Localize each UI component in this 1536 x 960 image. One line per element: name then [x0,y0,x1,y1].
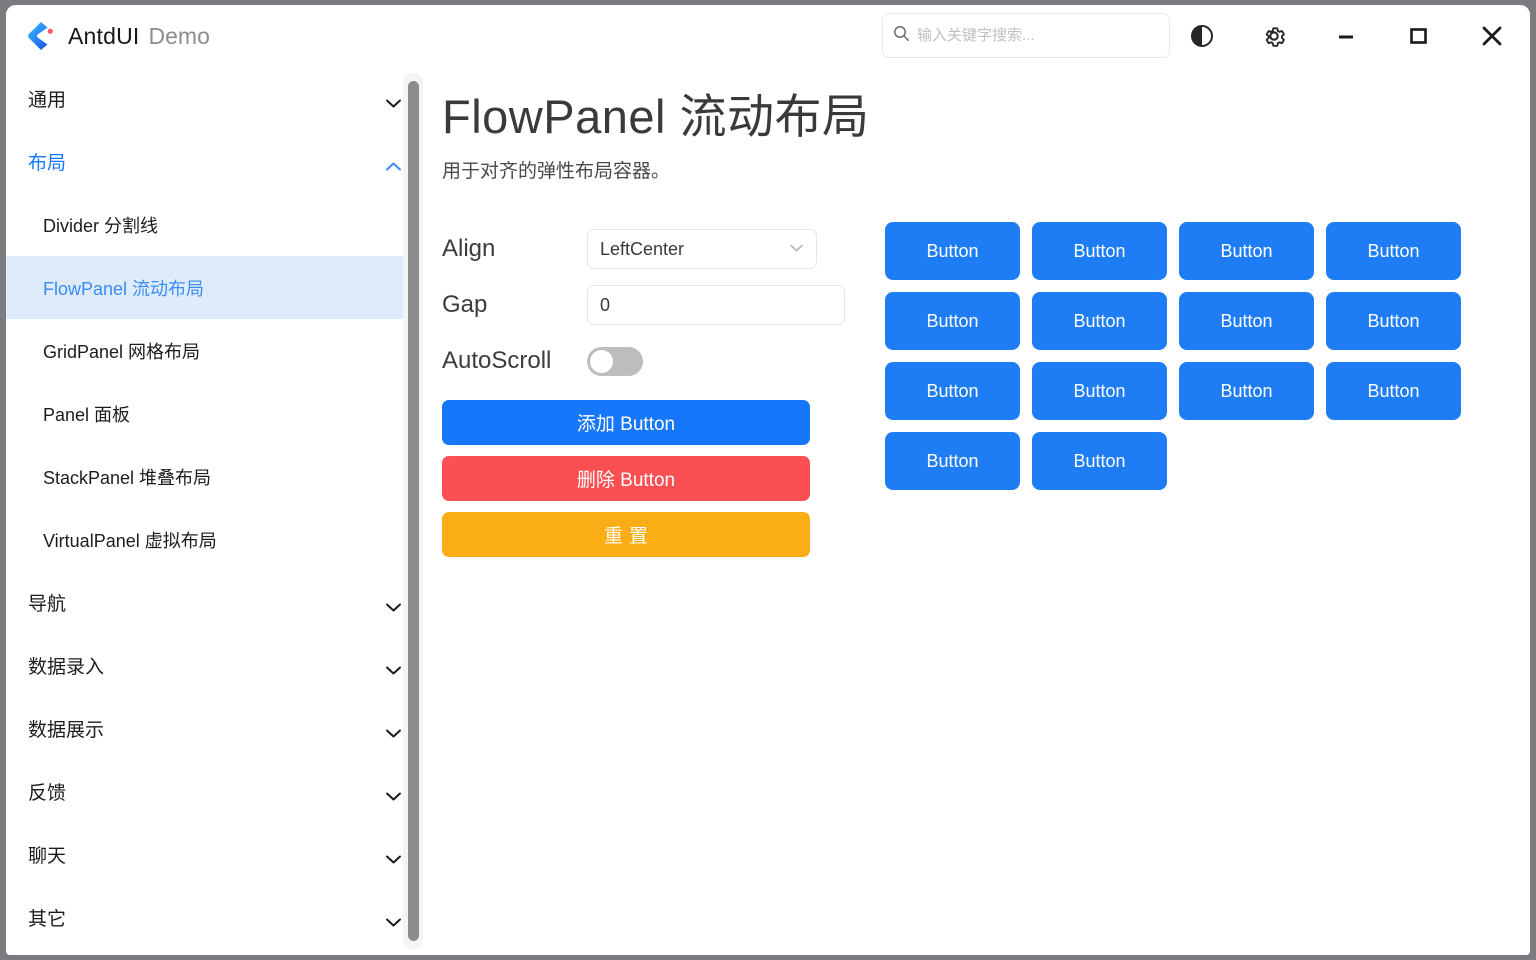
sidebar-item-label: GridPanel 网格布局 [43,341,201,362]
sidebar-scrollbar-thumb[interactable] [408,81,419,941]
sidebar-item-label: Divider 分割线 [43,215,159,236]
demo-area: Align LeftCenter Gap [442,221,1500,558]
sidebar-item-1-0[interactable]: Divider 分割线 [6,193,410,256]
page-title: FlowPanel 流动布局 [442,90,870,143]
sidebar-group-label: 数据录入 [28,657,105,678]
chevron-up-icon [385,156,402,171]
search-icon [893,25,910,47]
align-select[interactable]: LeftCenter [587,229,817,270]
chevron-down-icon [385,912,402,927]
toggle-knob [590,349,613,373]
flow-button[interactable]: Button [885,362,1020,421]
sidebar-group-label: 通用 [28,90,67,111]
align-select-value: LeftCenter [600,238,685,259]
antdui-logo-icon [26,21,56,51]
window-controls [1166,5,1530,67]
sidebar-group-label: 数据展示 [28,720,105,741]
sidebar-group-label: 导航 [28,594,67,615]
chevron-down-icon [385,723,402,738]
chevron-down-icon [385,660,402,675]
flow-button[interactable]: Button [1179,362,1314,421]
sidebar: 通用布局 Divider 分割线 FlowPanel 流动布局 GridPanel 网… [6,67,424,955]
sidebar-scrollbar-track[interactable] [403,73,423,949]
remove-button-button[interactable]: 删除 Button [442,456,810,502]
sidebar-group-6[interactable]: 聊天 [6,823,424,886]
main-content: FlowPanel 流动布局 用于对齐的弹性布局容器。 Align LeftCe… [424,67,1530,955]
sidebar-group-5[interactable]: 反馈 [6,760,424,823]
autoscroll-toggle[interactable] [587,346,643,376]
sidebar-group-4[interactable]: 数据展示 [6,697,424,760]
gap-row: Gap [442,277,845,333]
sidebar-item-label: FlowPanel 流动布局 [43,278,205,299]
app-subtitle: Demo [148,22,210,49]
sidebar-group-0[interactable]: 通用 [6,67,424,130]
gap-label: Gap [442,291,488,319]
flow-button[interactable]: Button [885,292,1020,351]
sidebar-item-1-3[interactable]: Panel 面板 [6,382,410,445]
flow-button[interactable]: Button [885,432,1020,491]
gap-input[interactable] [600,294,832,316]
flow-button[interactable]: Button [885,222,1020,281]
sidebar-item-label: Panel 面板 [43,404,131,425]
theme-contrast-icon[interactable] [1166,5,1238,67]
close-icon[interactable] [1454,5,1530,67]
maximize-icon[interactable] [1382,5,1454,67]
page-subtitle: 用于对齐的弹性布局容器。 [442,161,671,183]
flow-button[interactable]: Button [1326,362,1461,421]
sidebar-group-1[interactable]: 布局 [6,130,424,193]
flow-button[interactable]: Button [1032,222,1167,281]
sidebar-group-label: 聊天 [28,846,67,867]
gap-input-wrap[interactable] [587,285,845,326]
flow-button[interactable]: Button [1179,292,1314,351]
sidebar-group-label: 其它 [28,909,67,930]
align-label: Align [442,235,496,263]
sidebar-group-3[interactable]: 数据录入 [6,634,424,697]
sidebar-group-2[interactable]: 导航 [6,571,424,634]
app-window: AntdUI Demo [6,5,1530,955]
sidebar-item-label: VirtualPanel 虚拟布局 [43,530,217,551]
autoscroll-label: AutoScroll [442,347,552,375]
gear-icon[interactable] [1238,5,1310,67]
sidebar-item-1-5[interactable]: VirtualPanel 虚拟布局 [6,508,410,571]
chevron-down-icon [385,849,402,864]
add-button-button[interactable]: 添加 Button [442,400,810,446]
reset-button[interactable]: 重置 [442,512,810,558]
chevron-down-icon [385,93,402,108]
sidebar-group-label: 反馈 [28,783,67,804]
sidebar-item-1-2[interactable]: GridPanel 网格布局 [6,319,410,382]
chevron-down-icon [789,240,804,258]
minimize-icon[interactable] [1310,5,1382,67]
search-input[interactable] [917,27,1159,44]
flow-button[interactable]: Button [1326,222,1461,281]
sidebar-item-label: StackPanel 堆叠布局 [43,467,212,488]
autoscroll-row: AutoScroll [442,333,817,389]
title-bar: AntdUI Demo [6,5,1530,67]
flow-button[interactable]: Button [1179,222,1314,281]
search-box[interactable] [882,13,1170,58]
sidebar-menu: 通用布局 Divider 分割线 FlowPanel 流动布局 GridPanel 网… [6,67,424,949]
sidebar-item-1-1[interactable]: FlowPanel 流动布局 [6,256,410,319]
chevron-down-icon [385,786,402,801]
chevron-down-icon [385,597,402,612]
flow-button[interactable]: Button [1326,292,1461,351]
flow-button[interactable]: Button [1032,362,1167,421]
sidebar-group-label: 布局 [28,153,67,174]
app-title: AntdUI [68,22,140,49]
flow-button[interactable]: Button [1032,292,1167,351]
flow-button[interactable]: Button [1032,432,1167,491]
sidebar-group-7[interactable]: 其它 [6,886,424,949]
align-row: Align LeftCenter [442,221,817,277]
sidebar-item-1-4[interactable]: StackPanel 堆叠布局 [6,445,410,508]
controls-panel: Align LeftCenter Gap [442,221,845,558]
app-body: 通用布局 Divider 分割线 FlowPanel 流动布局 GridPanel 网… [6,67,1530,955]
